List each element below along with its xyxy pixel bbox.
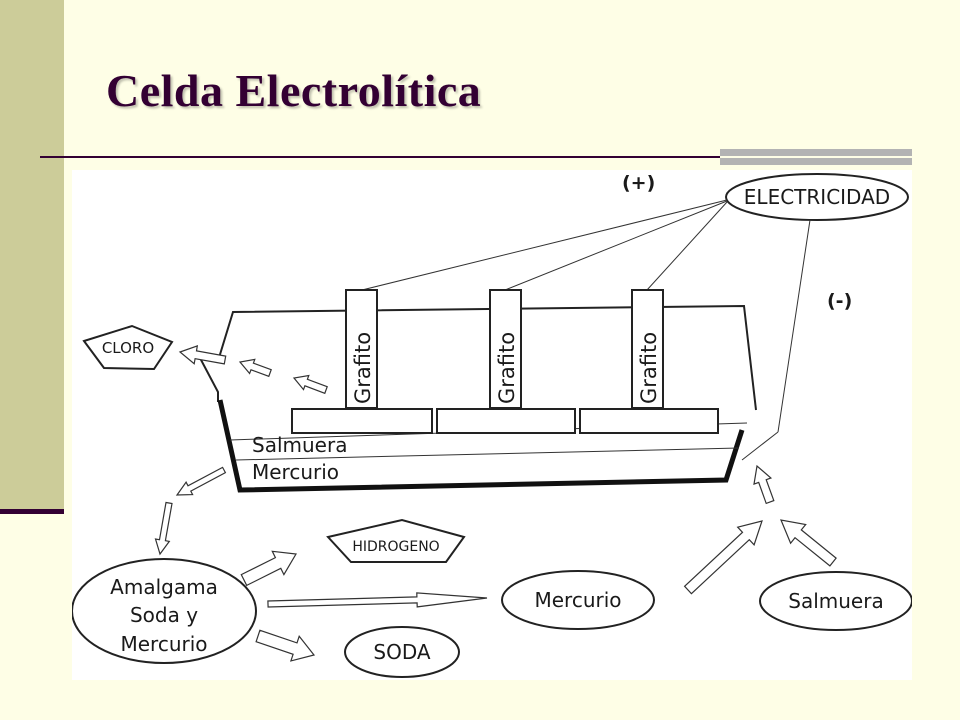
chlorine-label: CLORO [102,339,154,357]
diagram-panel: (+) (-) ELECTRICIDAD Salmuera Mercurio [72,170,912,680]
electrode-2-label: Grafito [495,332,519,404]
electrode-3: Grafito [579,289,719,434]
brine-input-label: Salmuera [788,589,883,613]
electrode-2: Grafito [436,289,576,434]
arrow-brine-to-cell [780,519,837,567]
mercury-input-label: Mercurio [534,588,621,612]
arrow-cell-out-1 [175,466,227,496]
arrow-into-cell [753,464,775,505]
soda-label: SODA [373,640,430,664]
arrow-to-hydrogen [240,550,297,587]
electrolytic-cell-diagram: (+) (-) ELECTRICIDAD Salmuera Mercurio [72,172,912,678]
arrow-cell-out-2 [154,501,173,556]
arrow-mercury-to-cell [683,520,763,595]
positive-pole-label: (+) [622,172,655,194]
negative-pole-label: (-) [827,290,852,312]
hydrogen-label: HIDROGENO [352,539,439,555]
amalgam-line-3: Mercurio [120,632,207,656]
cell-layer-brine-label: Salmuera [252,433,347,457]
arrow-to-soda [255,629,316,662]
chlorine-node: CLORO [82,324,174,371]
wires [361,199,811,461]
flow-arrows [154,344,837,662]
arrow-to-chlorine [178,344,227,365]
cell-tank [217,399,745,493]
brine-input-node: Salmuera [759,571,912,631]
soda-node: SODA [344,626,460,678]
wire-cathode-to-mercury [741,431,779,461]
wire-anode-3 [646,201,728,291]
electrode-3-label: Grafito [637,332,661,404]
arrow-to-mercury [267,592,488,608]
arrow-gas-2 [292,374,328,395]
arrow-gas-1 [238,358,272,378]
title-rule [40,156,720,158]
left-accent-band [0,0,64,512]
wire-anode-1 [361,199,728,291]
hydrogen-node: HIDROGENO [326,518,466,563]
electrode-1: Grafito [291,289,433,434]
electricity-label: ELECTRICIDAD [744,185,890,209]
wire-anode-2 [504,200,728,291]
cell-layer-mercury-label: Mercurio [252,460,339,484]
electrode-1-label: Grafito [351,332,375,404]
amalgam-line-1: Amalgama [110,575,218,599]
mercury-surface-line [235,447,740,461]
slide-title: Celda Electrolítica [106,65,482,116]
amalgam-line-2: Soda y [130,603,198,627]
left-accent-band-foot [0,509,64,514]
cell-lid [198,304,757,411]
title-rule-accent [720,149,912,165]
wire-cathode-vertical [777,219,811,433]
cell-housing: Salmuera Mercurio [198,304,757,493]
amalgam-node: Amalgama [72,558,257,664]
electricity-node: ELECTRICIDAD [725,173,909,221]
mercury-input-node: Mercurio [501,570,655,630]
